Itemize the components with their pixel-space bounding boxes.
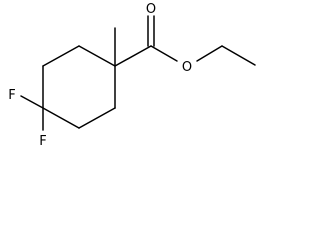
- ring-bond-2: [42, 45, 80, 67]
- carbonyl-ester-o-bond: [150, 45, 178, 62]
- ester-o-ch2-bond: [196, 45, 223, 62]
- fluorine-bottom-label: F: [39, 134, 46, 149]
- carbonyl-oxygen-label: O: [146, 2, 156, 17]
- fluorine-top-label: F: [8, 88, 15, 103]
- molecule-structure: O O F F: [8, 2, 256, 149]
- c1-carbonyl-bond: [114, 45, 152, 67]
- ch2-ch3-bond: [221, 45, 256, 66]
- ring-bond-4: [42, 107, 80, 129]
- ester-oxygen-label: O: [182, 60, 192, 75]
- ring-bond-5: [78, 107, 116, 129]
- ring-bond-1: [78, 45, 116, 67]
- c4-f-top-bond: [20, 95, 44, 109]
